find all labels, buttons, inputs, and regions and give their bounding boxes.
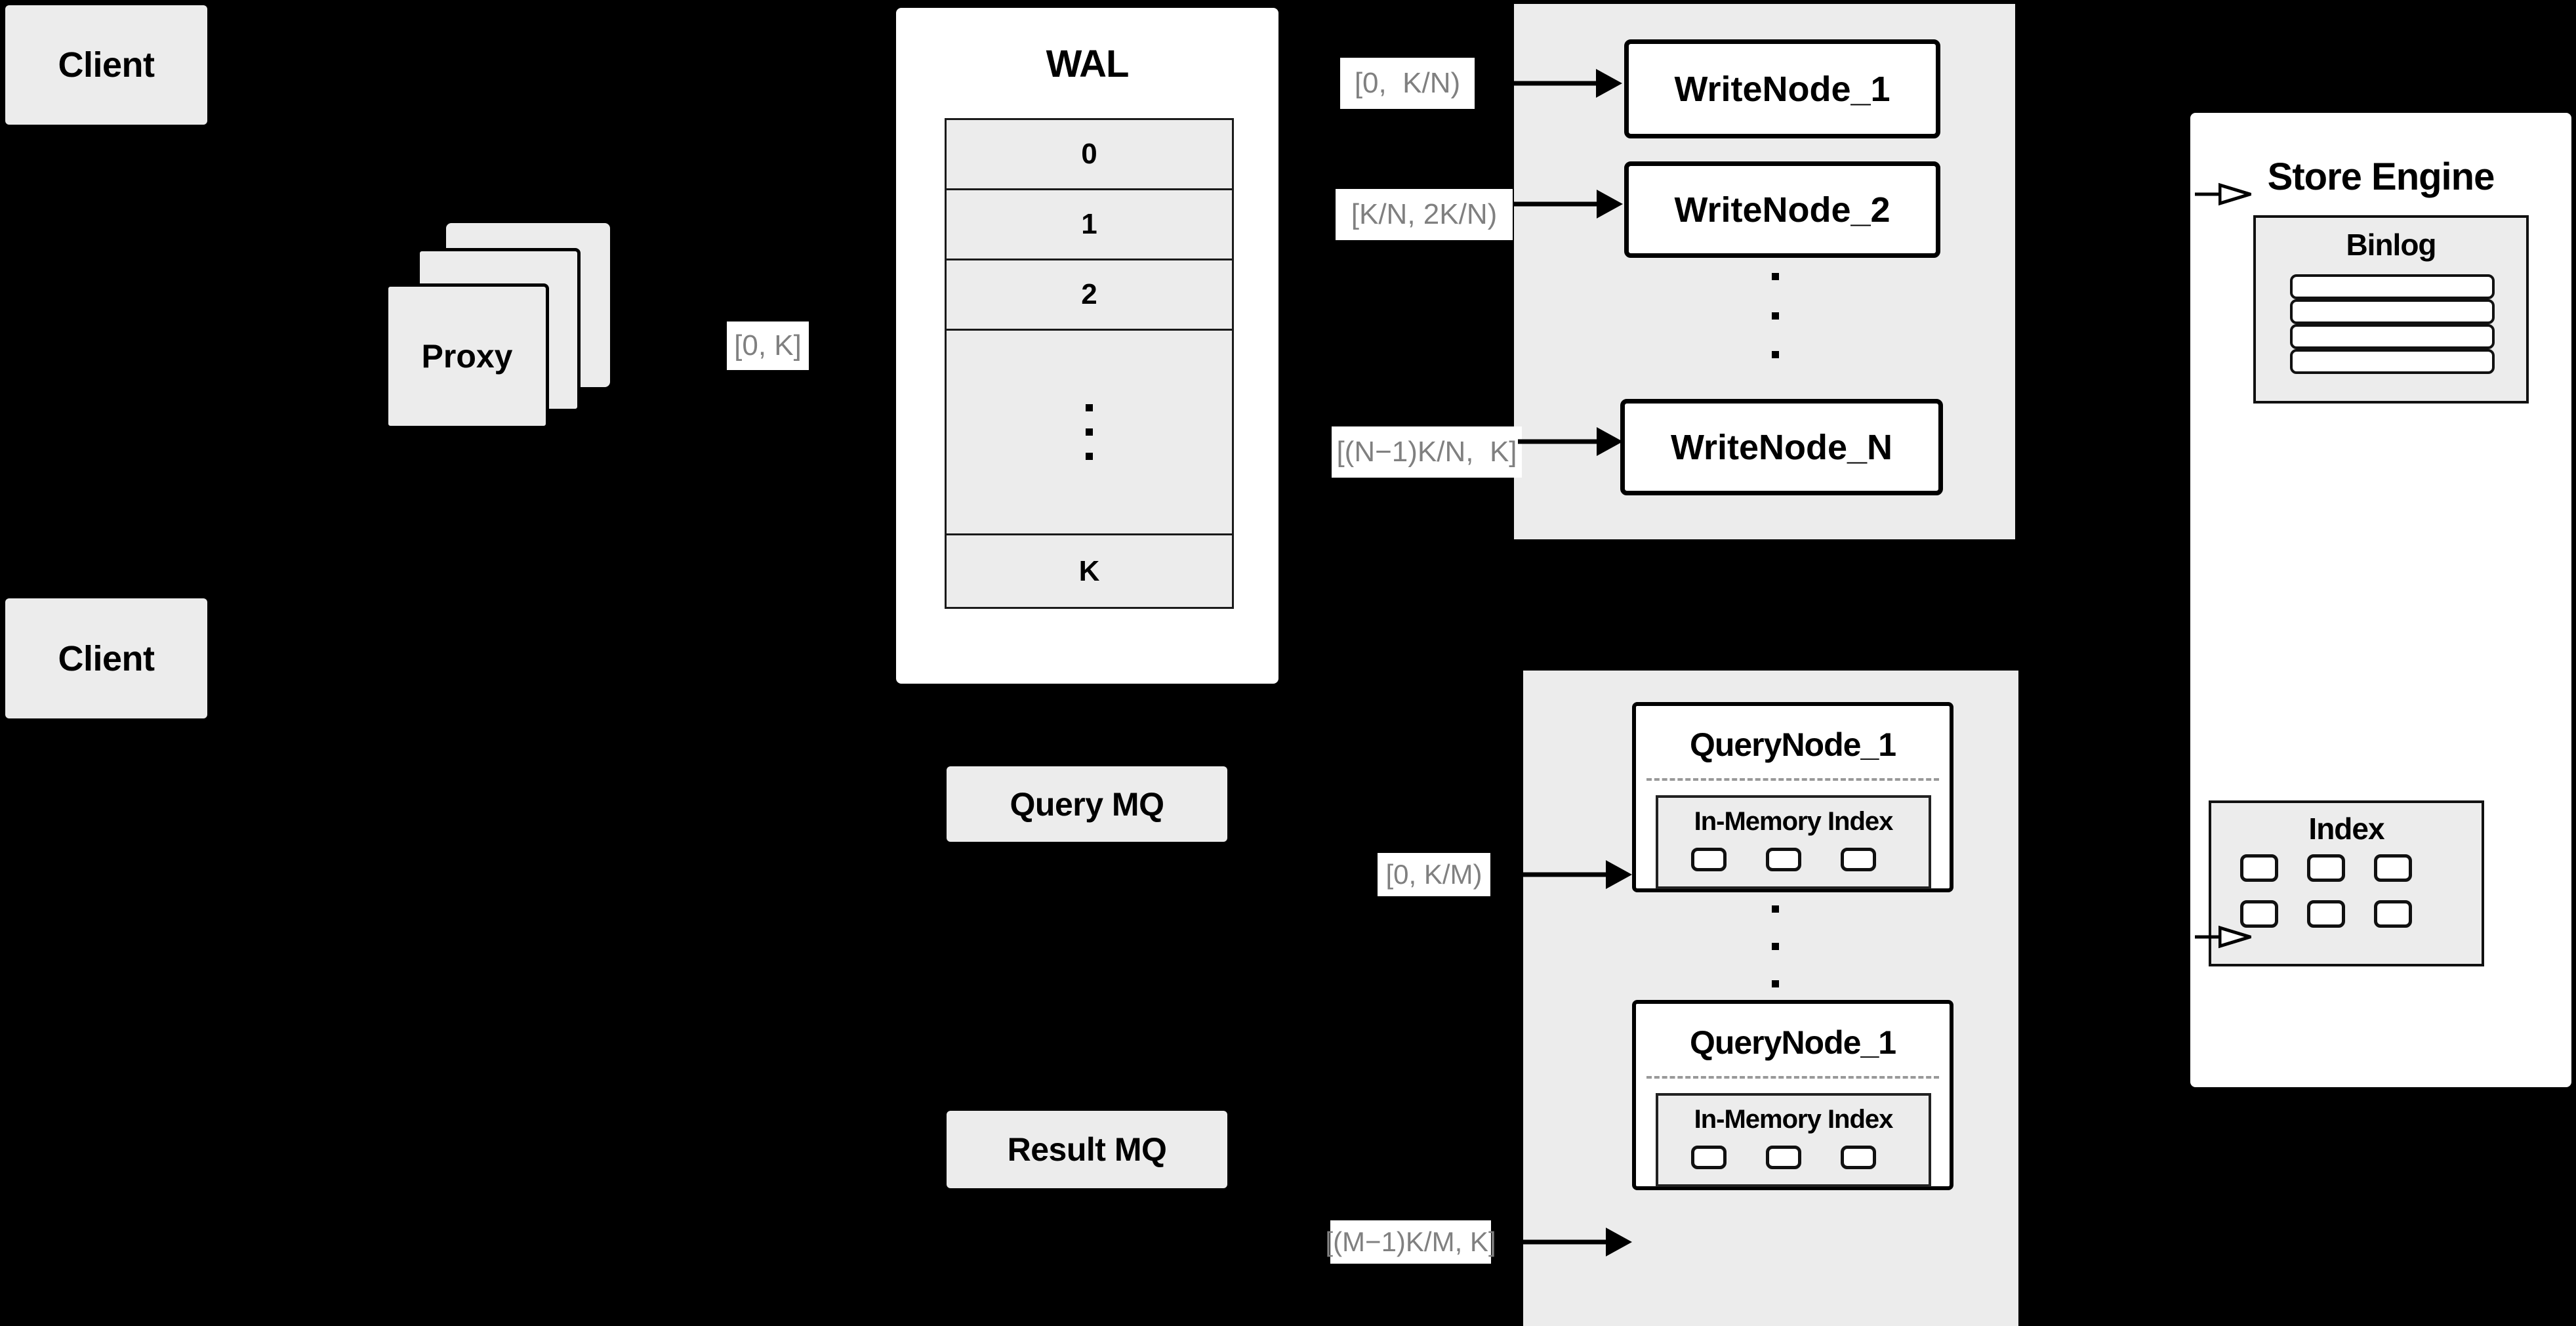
wal-row: K [947,535,1232,607]
index-cell [2374,854,2412,882]
write-node-1-range-label: [0, K/N) [1340,58,1475,109]
query-mq-node[interactable]: Query MQ [947,766,1227,842]
result-mq-label: Result MQ [1007,1131,1167,1168]
binlog-row [2290,299,2495,324]
index-cell [1691,848,1727,871]
write-node-2-range-label: [K/N, 2K/N) [1336,189,1513,240]
wal-row: 0 [947,120,1232,190]
client-node-2-label: Client [58,638,155,678]
binlog-row [2290,324,2495,349]
write-node-1-label: WriteNode_1 [1674,69,1891,109]
query-node-group: QueryNode_1 In-Memory Index QueryNode_1 [1523,671,2018,1326]
wal-row: 1 [947,190,1232,260]
query-node-m-title: QueryNode_1 [1689,1024,1896,1061]
arrow-to-write-node-n [1518,426,1623,457]
index-cell [2240,854,2278,882]
client-node-2[interactable]: Client [5,598,207,718]
query-node-1[interactable]: QueryNode_1 In-Memory Index [1632,702,1953,892]
write-node-n-range-label: [(N−1)K/N, K] [1332,426,1522,478]
index-cell [1766,1146,1801,1169]
binlog-row [2290,349,2495,374]
arrow-to-query-node-1 [1522,860,1632,890]
write-node-1[interactable]: WriteNode_1 [1624,39,1940,138]
index-cell [1691,1146,1727,1169]
write-node-2[interactable]: WriteNode_2 [1624,161,1940,258]
query-mq-label: Query MQ [1010,785,1164,823]
index-cell [1841,1146,1876,1169]
query-node-m[interactable]: QueryNode_1 In-Memory Index [1632,1000,1953,1190]
index-cell [2374,900,2412,928]
arrow-to-write-node-2 [1513,189,1623,219]
query-node-m-divider [1646,1076,1939,1079]
query-node-1-range-label: [0, K/M) [1378,853,1490,896]
arrow-to-index [2195,925,2251,949]
query-node-1-index-panel: In-Memory Index [1656,795,1931,889]
proxy-range-label: [0, K] [727,321,809,370]
arrow-to-write-node-1 [1492,68,1622,98]
wal-title: WAL [1046,43,1130,85]
write-node-ellipsis [1771,273,1779,358]
proxy-label: Proxy [421,338,513,375]
hollow-arrowhead-icon [2218,182,2251,206]
store-engine-container: Store Engine Binlog Index [2186,109,2575,1091]
query-node-1-index-title: In-Memory Index [1694,807,1894,836]
index-cell [1841,848,1876,871]
binlog-title: Binlog [2346,228,2436,262]
wal-row-ellipsis [947,331,1232,535]
query-node-ellipsis [1771,905,1779,987]
query-node-m-index-title: In-Memory Index [1694,1105,1894,1134]
index-cell [1766,848,1801,871]
write-node-2-label: WriteNode_2 [1674,190,1891,230]
client-node-1[interactable]: Client [5,5,207,125]
query-node-m-range-label: [(M−1)K/M, K] [1325,1220,1496,1264]
query-node-1-divider [1646,778,1939,781]
store-engine-title: Store Engine [2267,155,2495,198]
index-cell [2307,900,2345,928]
wal-table: 0 1 2 K [945,118,1234,609]
hollow-arrowhead-icon [2218,925,2251,949]
index-panel: Index [2209,800,2484,966]
arrow-to-binlog [2195,182,2251,206]
client-node-1-label: Client [58,45,155,85]
index-cell [2307,854,2345,882]
proxy-node[interactable]: Proxy [385,283,549,429]
query-node-1-title: QueryNode_1 [1689,726,1896,763]
binlog-panel: Binlog [2253,215,2529,404]
index-cell [2240,900,2278,928]
wal-row: 2 [947,260,1232,331]
query-node-m-index-panel: In-Memory Index [1656,1093,1931,1187]
arrow-to-query-node-m [1522,1227,1632,1257]
binlog-row [2290,274,2495,299]
wal-container: WAL 0 1 2 K [892,4,1282,688]
result-mq-node[interactable]: Result MQ [947,1111,1227,1188]
write-node-n[interactable]: WriteNode_N [1620,399,1943,495]
write-node-n-label: WriteNode_N [1670,427,1893,467]
index-title: Index [2308,812,2384,846]
write-node-group: WriteNode_1 WriteNode_2 WriteNode_N [1514,4,2015,539]
